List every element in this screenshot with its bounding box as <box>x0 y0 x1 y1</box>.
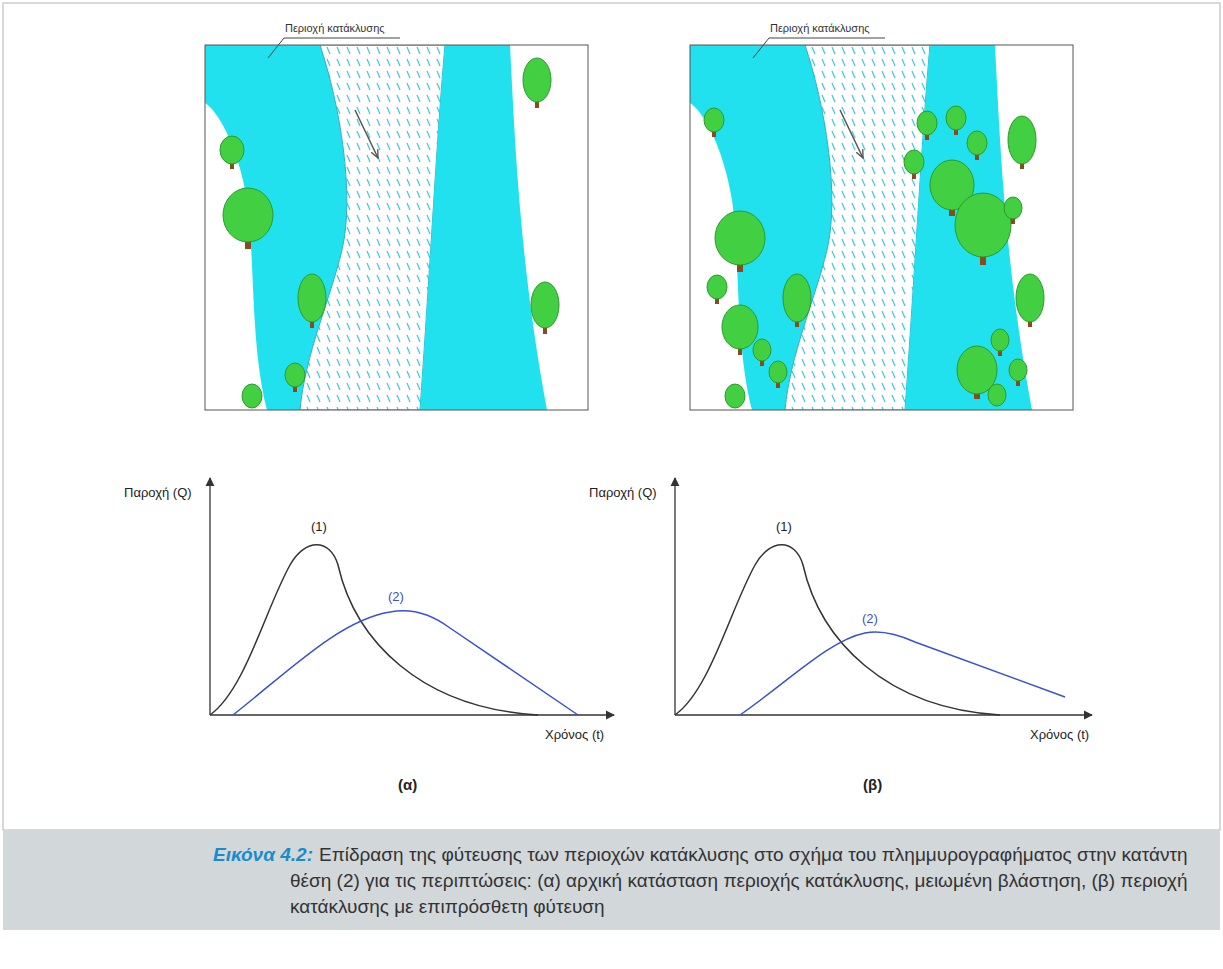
tree <box>917 111 937 140</box>
curve-label: (1) <box>311 520 327 535</box>
tree <box>1016 274 1044 327</box>
tree <box>904 150 924 179</box>
tree <box>715 211 765 272</box>
tree <box>769 361 787 388</box>
tree <box>704 108 724 137</box>
curve-label: (2) <box>388 590 404 605</box>
x-axis <box>210 714 614 715</box>
tree <box>991 329 1009 356</box>
trees-a <box>220 58 559 408</box>
caption: Εικόνα 4.2:Επίδραση της φύτευσης των περ… <box>213 842 1220 920</box>
flow-arrow <box>840 110 863 158</box>
floodplain-area <box>905 45 1032 410</box>
region-label: Περιοχή κατάκλυσης <box>770 22 870 35</box>
region-label: Περιοχή κατάκλυσης <box>285 22 385 35</box>
hydrograph-a <box>210 478 614 715</box>
leader-line <box>753 38 885 58</box>
panel-label: (β) <box>863 776 882 793</box>
tree <box>753 339 771 366</box>
tree <box>523 58 551 108</box>
tree <box>988 384 1006 406</box>
tree <box>955 193 1011 265</box>
river-channel <box>300 45 445 410</box>
illustration-frame <box>690 45 1073 410</box>
caption-text: Επίδραση της φύτευσης των περιοχών κατάκ… <box>290 844 1188 917</box>
upstream-hydrograph <box>210 545 538 715</box>
tree <box>220 136 244 169</box>
illustration-frame <box>205 45 588 410</box>
tree <box>722 305 758 355</box>
tree <box>298 274 326 328</box>
tree <box>531 282 559 334</box>
tree <box>223 188 273 249</box>
flow-arrow <box>355 110 378 158</box>
axis-label: Παροχή (Q) <box>589 486 657 501</box>
river-channel <box>785 45 930 410</box>
tree <box>725 384 745 408</box>
upstream-hydrograph <box>675 545 1000 715</box>
floodplain-area <box>420 45 547 410</box>
tree <box>242 384 262 408</box>
tree <box>285 363 305 392</box>
tree <box>1009 359 1027 386</box>
trees-b <box>704 106 1044 408</box>
caption-band <box>3 830 1220 930</box>
hydrograph-b <box>675 478 1092 715</box>
floodplain-a <box>205 45 588 410</box>
floodplain-b <box>690 45 1073 410</box>
y-axis <box>674 478 675 715</box>
tree <box>707 275 727 304</box>
axis-label: Παροχή (Q) <box>124 486 192 501</box>
downstream-hydrograph <box>740 632 1065 715</box>
leader-line <box>268 38 400 58</box>
card-frame <box>3 3 1220 830</box>
panel-label: (α) <box>398 776 417 793</box>
axis-label: Χρόνος (t) <box>1030 728 1089 743</box>
x-axis <box>675 714 1092 715</box>
tree <box>783 274 811 327</box>
figure-number: Εικόνα 4.2: <box>213 844 313 865</box>
downstream-hydrograph <box>233 611 578 715</box>
tree <box>1008 116 1036 169</box>
curve-label: (2) <box>862 612 878 627</box>
tree <box>967 131 987 160</box>
tree <box>1004 197 1022 224</box>
tree <box>946 106 966 135</box>
axis-label: Χρόνος (t) <box>545 728 604 743</box>
curve-label: (1) <box>776 520 792 535</box>
y-axis <box>209 478 210 715</box>
